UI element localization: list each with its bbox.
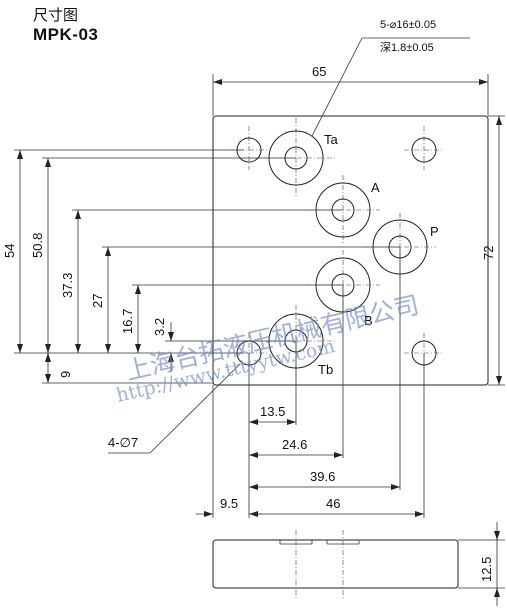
port-p [372,219,428,275]
dim-37-3: 37.3 [60,210,81,353]
svg-text:54: 54 [2,244,17,258]
dim-27: 27 [90,247,111,353]
svg-text:5-⌀16±0.05: 5-⌀16±0.05 [380,19,436,31]
svg-text:24.6: 24.6 [282,437,307,452]
label-ta: Ta [324,132,339,147]
port-ta [268,130,324,186]
svg-text:39.6: 39.6 [310,469,335,484]
svg-text:4-∅7: 4-∅7 [108,435,138,450]
model-number: MPK-03 [33,25,99,44]
port-b [315,257,371,313]
svg-text:37.3: 37.3 [60,273,75,298]
svg-text:72: 72 [481,246,496,260]
mount-hole-callout: 4-∅7 [108,363,241,454]
port-tb [268,313,324,369]
svg-text:3.2: 3.2 [152,318,167,336]
dim-39-6: 39.6 [249,469,400,490]
svg-text:9.5: 9.5 [220,496,238,511]
plate-outline [212,115,489,386]
svg-text:65: 65 [312,64,326,79]
port-a [315,182,371,238]
label-tb: Tb [318,362,333,377]
dim-9: 9 [45,353,73,383]
svg-text:46: 46 [326,496,340,511]
label-b: B [364,313,373,328]
svg-text:深1.8±0.05: 深1.8±0.05 [380,41,434,54]
svg-text:12.5: 12.5 [479,557,494,582]
mount-holes [236,137,437,366]
dim-16-7: 16.7 [120,285,141,353]
dim-3-2: 3.2 [152,318,174,372]
svg-text:9: 9 [58,371,73,378]
dim-50-8: 50.8 [30,158,51,353]
dim-13-5: 13.5 [249,404,296,425]
dim-thickness-12-5: 12.5 [458,522,505,606]
dim-height-72: 72 [481,116,502,385]
dim-width-65: 65 [213,64,488,85]
port-hole-callout: 5-⌀16±0.05 深1.8±0.05 [311,19,470,137]
label-p: P [430,224,439,239]
svg-text:50.8: 50.8 [30,233,45,258]
title-chinese: 尺寸图 [33,6,79,24]
dim-46: 46 [249,496,424,517]
svg-text:16.7: 16.7 [120,309,135,334]
dim-54: 54 [2,150,23,353]
svg-text:13.5: 13.5 [260,404,285,419]
svg-text:27: 27 [90,294,105,308]
side-view [212,530,459,598]
dim-24-6: 24.6 [249,437,343,458]
label-a: A [371,180,380,195]
